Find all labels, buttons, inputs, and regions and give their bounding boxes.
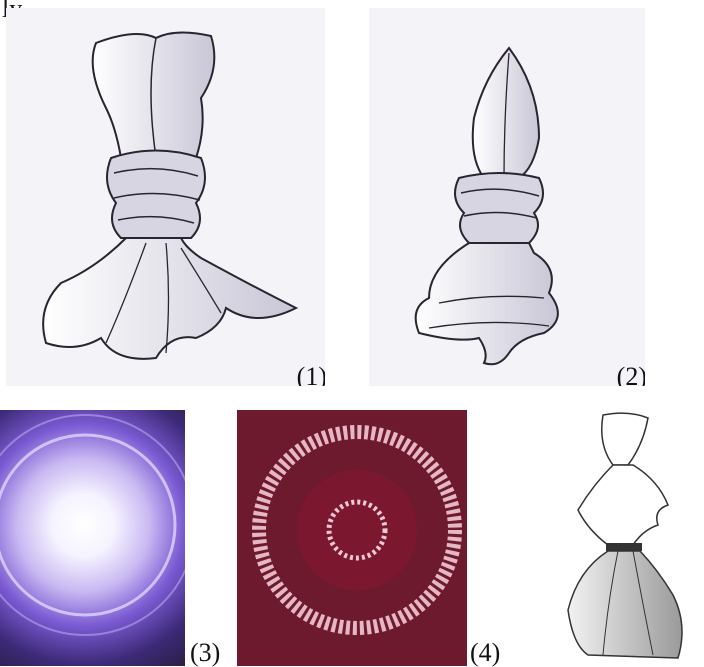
illustration-2-tied-fabric: (2)	[369, 8, 645, 386]
label-3: (3)	[190, 640, 220, 666]
tie-dye-photo-3	[0, 410, 185, 666]
illustration-5-tied-fabric	[548, 410, 704, 666]
dye-rings-3	[0, 410, 185, 666]
tie-dye-photo-4	[237, 410, 467, 666]
label-1: (1)	[297, 364, 325, 386]
illustration-1-tied-fabric: (1)	[6, 8, 325, 386]
dye-rings-4	[237, 410, 467, 666]
label-4: (4)	[470, 640, 500, 666]
tied-fabric-drawing-5	[548, 410, 704, 666]
tied-fabric-drawing-1	[6, 8, 325, 386]
tied-fabric-drawing-2	[369, 8, 645, 386]
label-2: (2)	[617, 364, 645, 386]
